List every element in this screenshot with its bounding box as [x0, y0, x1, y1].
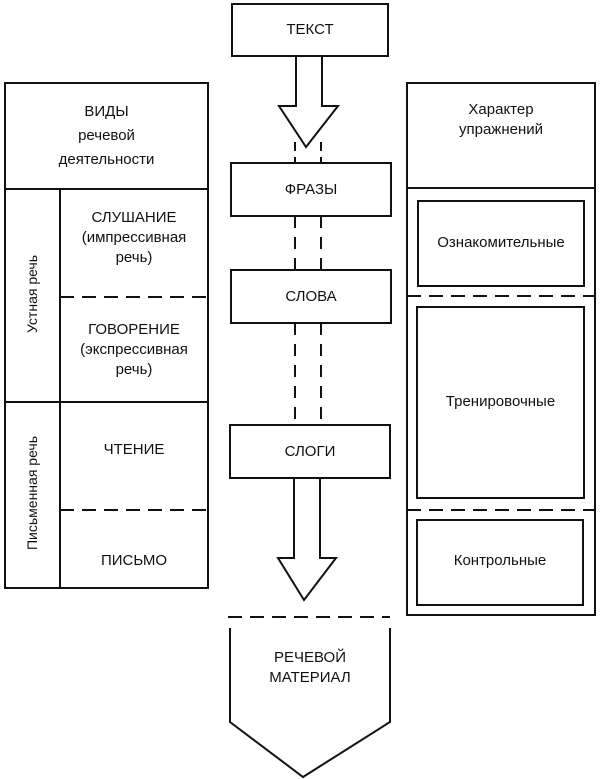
down-arrow-top [277, 56, 341, 149]
row-reading: ЧТЕНИЕ [60, 440, 208, 460]
speech-material-line: РЕЧЕВОЙ [274, 649, 346, 666]
row-title: СЛУШАНИЕ [91, 209, 177, 226]
left-header-sub: речевой [78, 127, 135, 144]
speech-material-shape [229, 628, 391, 779]
row-listening: СЛУШАНИЕ (импрессивная речь) [60, 208, 208, 268]
row-sub: (экспрессивная [80, 341, 188, 358]
right-header-line: Характер [468, 101, 534, 118]
phrases-box [230, 162, 392, 217]
row-title: ГОВОРЕНИЕ [88, 321, 180, 338]
syllables-box [229, 424, 391, 479]
left-header-title: ВИДЫ [84, 103, 129, 120]
row-sub: речь) [115, 249, 153, 266]
right-header: Характер упражнений [407, 100, 595, 140]
row-title: ПИСЬМО [100, 552, 168, 569]
speech-material-label: РЕЧЕВОЙ МАТЕРИАЛ [230, 648, 390, 688]
group-label-written: Письменная речь [24, 436, 40, 551]
row-title: ЧТЕНИЕ [103, 441, 165, 458]
right-header-line: упражнений [458, 121, 543, 138]
speech-material-line: МАТЕРИАЛ [269, 669, 351, 686]
left-header: ВИДЫ речевой деятельности [5, 100, 208, 172]
familiarizing-box [417, 200, 585, 287]
row-sub: (импрессивная [81, 229, 187, 246]
group-label-oral: Устная речь [24, 254, 40, 334]
text-box [231, 3, 389, 57]
familiarizing-label: Ознакомительные [437, 234, 565, 251]
left-table-frame [4, 82, 209, 589]
control-box [416, 519, 584, 606]
words-box [230, 269, 392, 324]
syllables-label: СЛОГИ [284, 443, 336, 460]
row-sub: речь) [115, 361, 153, 378]
right-table-frame [406, 82, 596, 616]
words-label: СЛОВА [285, 288, 337, 305]
row-speaking: ГОВОРЕНИЕ (экспрессивная речь) [60, 320, 208, 380]
control-label: Контрольные [453, 552, 547, 569]
down-arrow-bottom [276, 478, 339, 602]
training-label: Тренировочные [445, 393, 556, 410]
phrases-label: ФРАЗЫ [284, 181, 338, 198]
training-box [416, 306, 585, 499]
left-header-sub: деятельности [58, 151, 155, 168]
row-writing: ПИСЬМО [60, 551, 208, 571]
text-label: ТЕКСТ [286, 21, 334, 38]
